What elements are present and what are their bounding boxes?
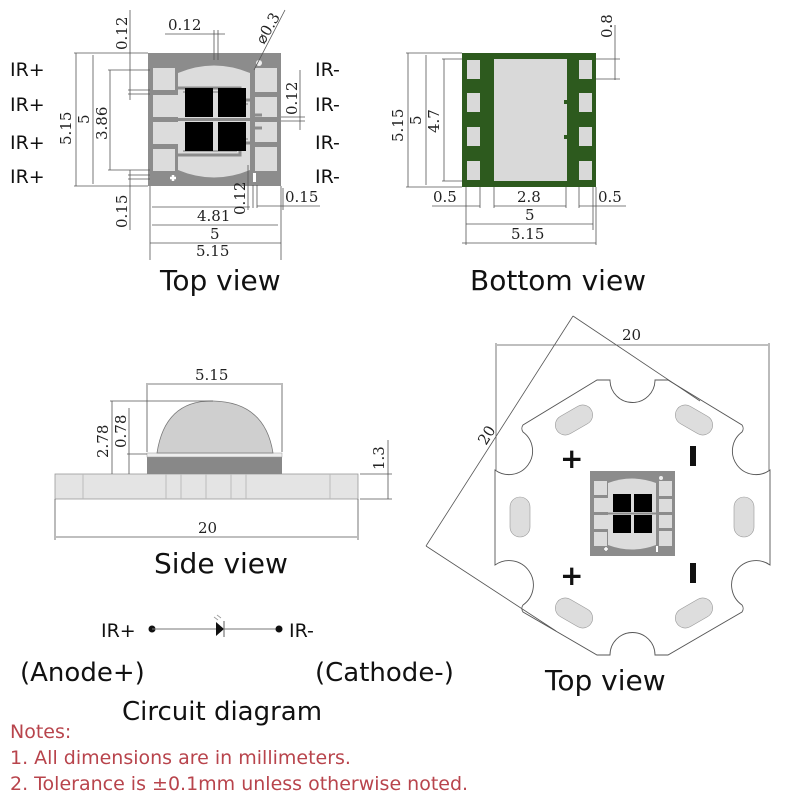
notes-title: Notes: — [10, 721, 71, 743]
pin-label-ir-plus: IR+ — [10, 59, 45, 81]
dim-board-width: 20 — [198, 519, 217, 537]
dim-top-trace: 0.12 — [168, 16, 201, 34]
lens-dome — [156, 400, 274, 454]
dim-right-pad-width: 0.5 — [598, 188, 622, 206]
dim-center-pad-width: 2.8 — [517, 188, 541, 206]
dim-width-pad: 4.81 — [197, 207, 230, 225]
top-view-chip — [148, 53, 281, 186]
side-view-dimensions: 5.15 2.78 0.78 1.3 20 — [94, 366, 388, 537]
mounting-slot — [733, 496, 755, 538]
polarity-plus-mark: + — [560, 559, 583, 592]
caption-star-top-view: Top view — [544, 664, 666, 697]
dim-pad-height: 0.8 — [598, 14, 616, 38]
minus-mark-icon — [253, 173, 256, 182]
pin-label-ir-minus: IR- — [315, 94, 340, 116]
pin-label-ir-minus: IR- — [315, 132, 340, 154]
dim-bottom-left-gap: 0.15 — [113, 195, 131, 228]
led-die — [185, 122, 213, 151]
via-hole-icon — [256, 60, 262, 66]
mounting-slot — [675, 404, 713, 436]
dim-width-inner: 5 — [210, 225, 220, 243]
led-die — [185, 88, 213, 117]
dim-top-gap: 0.12 — [113, 17, 131, 50]
note-item: 2. Tolerance is ±0.1mm unless otherwise … — [10, 773, 468, 795]
dim-left-pad-width: 0.5 — [433, 188, 457, 206]
led-die — [218, 122, 246, 151]
side-view — [54, 400, 359, 500]
led-die — [218, 88, 246, 117]
dim-height-inner: 5 — [75, 114, 93, 124]
dim-base-height: 0.78 — [112, 415, 130, 448]
side-pad — [579, 161, 592, 180]
mounting-slot — [555, 404, 593, 436]
mounting-slot — [555, 597, 593, 629]
mounting-slot — [509, 496, 531, 538]
pin-label-ir-plus: IR+ — [10, 132, 45, 154]
diode-symbol-icon — [216, 622, 224, 636]
dim-width-outer: 5.15 — [196, 242, 229, 260]
polarity-minus-mark — [690, 446, 696, 466]
star-board: + + — [494, 379, 771, 656]
caption-bottom-view: Bottom view — [470, 264, 646, 297]
pin-label-ir-minus: IR- — [315, 166, 340, 188]
dim-bottom-mid-gap: 0.12 — [231, 182, 249, 215]
side-pad — [579, 93, 592, 112]
dim-height-pad: 3.86 — [93, 107, 111, 140]
note-item: 1. All dimensions are in millimeters. — [10, 747, 351, 769]
mounting-slot — [675, 597, 713, 629]
dim-height-inner: 5 — [407, 115, 425, 125]
dim-hole-diameter: ⌀0.3 — [252, 10, 284, 47]
dim-bottom-right-gap: 0.15 — [285, 188, 318, 206]
pin-label-ir-minus: IR- — [315, 59, 340, 81]
dim-height-outer: 5.15 — [389, 109, 407, 142]
side-pad — [467, 93, 480, 112]
side-pad — [467, 161, 480, 180]
side-view-dimension-lines — [54, 383, 392, 540]
bottom-view-chip — [462, 53, 596, 187]
circuit-anode-pin: IR+ — [101, 620, 136, 642]
star-board-chip — [590, 471, 675, 556]
dim-width-outer: 5.15 — [511, 225, 544, 243]
star-board-dimension-lines — [425, 315, 770, 632]
center-pad — [494, 59, 567, 181]
top-view-dimension-lines — [74, 9, 320, 260]
dim-height-pad: 4.7 — [425, 109, 443, 133]
circuit-cathode-pin: IR- — [289, 620, 314, 642]
top-view-pin-labels: IR+ IR+ IR+ IR+ IR- IR- IR- IR- — [10, 59, 340, 188]
bottom-view-dimensions: 0.8 5.15 5 4.7 0.5 2.8 0.5 5 5.15 — [389, 14, 622, 243]
side-pad — [467, 60, 480, 79]
dim-star-width: 20 — [622, 326, 641, 344]
circuit-diagram: IR+ IR- (Anode+) (Cathode-) — [20, 614, 454, 688]
side-pad — [579, 127, 592, 146]
side-pad — [467, 127, 480, 146]
side-pad — [579, 60, 592, 79]
dim-total-height: 2.78 — [94, 425, 112, 458]
caption-side-view: Side view — [154, 547, 288, 580]
polarity-plus-mark: + — [560, 442, 583, 475]
dim-width-inner: 5 — [525, 206, 535, 224]
polarity-minus-mark — [690, 563, 696, 583]
pin-label-ir-plus: IR+ — [10, 166, 45, 188]
dim-board-thickness: 1.3 — [370, 446, 388, 470]
plus-mark-icon — [170, 175, 176, 181]
dim-height-outer: 5.15 — [57, 112, 75, 145]
cathode-label: (Cathode-) — [315, 658, 454, 688]
dim-lens-width: 5.15 — [195, 366, 228, 384]
cathode-terminal-dot — [275, 625, 283, 633]
caption-top-view: Top view — [159, 264, 281, 297]
chip-base — [147, 457, 282, 474]
bottom-view-dimension-lines — [406, 25, 626, 245]
pin-label-ir-plus: IR+ — [10, 94, 45, 116]
caption-circuit-diagram: Circuit diagram — [122, 697, 322, 727]
dim-right-gap: 0.12 — [283, 82, 301, 115]
anode-label: (Anode+) — [20, 658, 145, 688]
notes: Notes: 1. All dimensions are in millimet… — [10, 721, 468, 795]
